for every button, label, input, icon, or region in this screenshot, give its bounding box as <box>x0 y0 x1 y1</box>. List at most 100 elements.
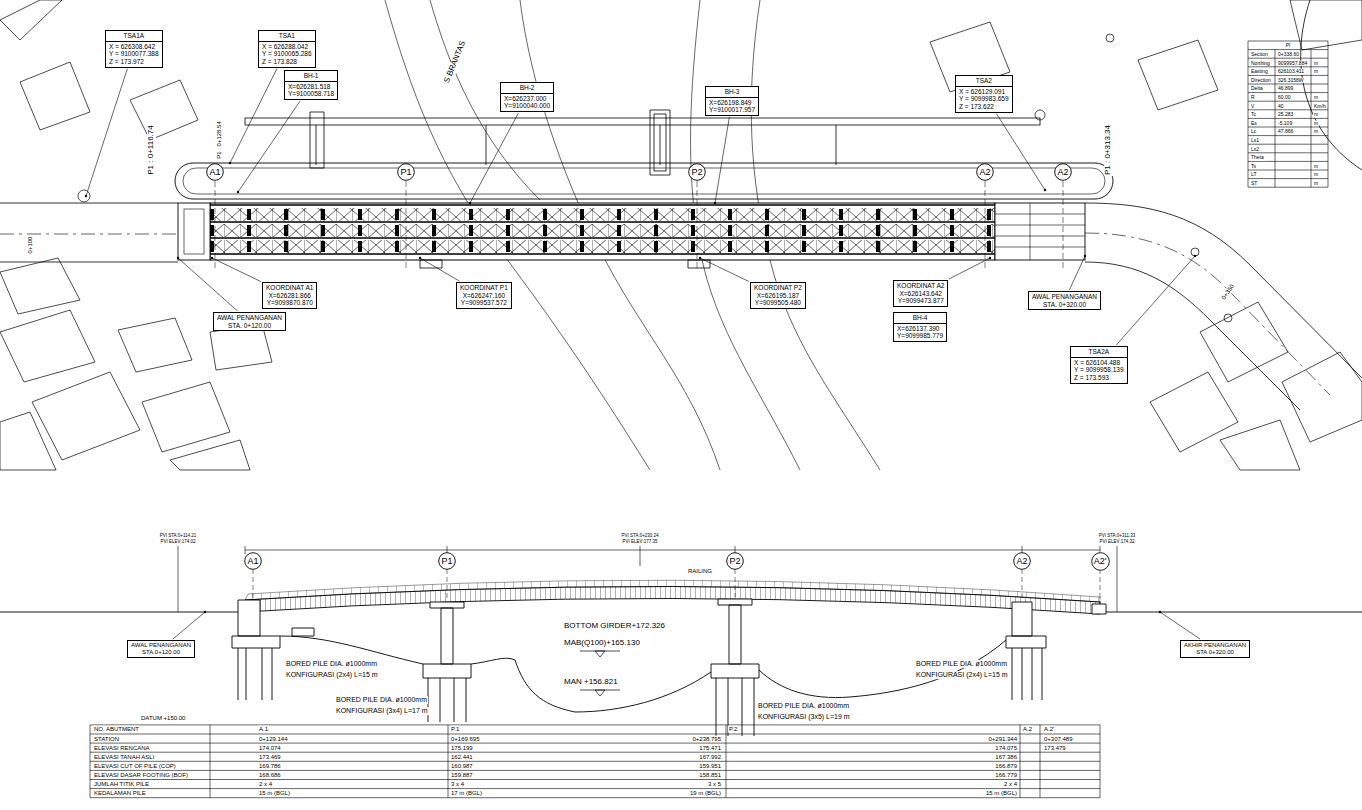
plan-view <box>0 0 1362 470</box>
label-holder: m <box>1313 111 1319 118</box>
drawing-label: PVI STA:0+114.21 <box>159 534 198 539</box>
axis-lines <box>215 181 1063 270</box>
coordinate-value: Y=9099537.572 <box>460 299 508 307</box>
label-holder: 0+350 <box>1220 282 1236 301</box>
drawing-label: STATION <box>93 735 120 742</box>
drawing-label: 168.686 <box>258 772 282 779</box>
label-holder: STATION <box>93 735 120 742</box>
bubble-circle <box>245 553 262 570</box>
drawing-label: -5.109 <box>1277 120 1293 126</box>
label-holder: BORED PILE DIA. ø1000mm <box>285 660 378 668</box>
bubble-circle <box>398 164 415 181</box>
label-holder: NO. ABUTMENT <box>93 726 140 733</box>
leader-line <box>996 114 1045 190</box>
coordinate-box: BH-4X=626137.390Y=9099985.779 <box>893 312 947 342</box>
drawing-label: Section <box>1250 52 1269 58</box>
drawing-label: P.2 <box>728 726 738 733</box>
curve-table <box>1248 41 1328 187</box>
drawing-label: P1 : 0+313.34 <box>1104 124 1113 176</box>
label-holder: KONFIGURASI (3x5) L=19 m <box>757 713 851 721</box>
box-heading: BH-3 <box>706 88 758 98</box>
label-holder: 40 <box>1277 102 1285 109</box>
drawing-label: 160.987 <box>450 763 474 770</box>
label-holder: JUMLAH TITIK PILE <box>93 781 150 788</box>
drawing-label: 25.283 <box>1277 112 1294 118</box>
bubble-circle <box>689 164 706 181</box>
label-holder: P1 : 0+128.54 <box>216 120 223 160</box>
drawing-label: Km/h <box>1313 103 1327 109</box>
label-holder: 0+129.144 <box>258 735 289 742</box>
leader-dot <box>1159 611 1161 613</box>
deck <box>210 203 995 260</box>
box-heading: KOORDINAT P2 <box>754 284 802 292</box>
approach-inner <box>183 168 1105 194</box>
leader-line <box>715 117 729 203</box>
drawing-label: m <box>1313 163 1319 169</box>
drawing-label: DATUM +150.00 <box>140 715 186 722</box>
leader-dot <box>1084 255 1086 257</box>
label-holder: A.2 <box>1022 726 1033 733</box>
label-holder: 175.199 <box>450 744 474 751</box>
drawing-label: A.2 <box>1022 726 1033 733</box>
label-holder: 175.471 <box>698 744 722 751</box>
label-holder: ELEVASI DASAR FOOTING (BOF) <box>93 772 189 779</box>
label-holder: A.2' <box>1043 726 1055 733</box>
label-holder: Ts <box>1250 162 1257 169</box>
drawing-label: 169.786 <box>258 763 282 770</box>
label-holder: 19 m (BGL) <box>689 790 722 797</box>
drawing-label: PVI STA:0+311.33 <box>1098 534 1137 539</box>
drawing-label: m <box>1313 172 1319 178</box>
drawing-label: BORED PILE DIA. ø1000mm <box>915 660 1008 668</box>
ground-line <box>0 612 1362 613</box>
coordinate-box: BH-3X=626198.849Y=9100017.957 <box>705 86 759 116</box>
abutment-a2 <box>1006 602 1106 648</box>
label-holder: KONFIGURASI (2x4) L=15 m <box>915 671 1009 679</box>
label-holder: 0+338.60 <box>1277 51 1300 58</box>
label-holder: 167.386 <box>994 753 1018 760</box>
label-holder: PVI STA:0+311.33 <box>1098 533 1137 539</box>
label-holder: BORED PILE DIA. ø1000mm <box>757 702 850 710</box>
label-holder: 626103.411 <box>1277 68 1305 75</box>
bubble-circle <box>439 553 456 570</box>
label-holder: m <box>1313 68 1319 75</box>
leader-dot <box>177 257 179 259</box>
label-box: AWAL PENANGANANSTA. 0+320.00 <box>1028 291 1101 310</box>
river-bed <box>280 636 1006 712</box>
coordinate-value: Y = 9100065.286 <box>262 50 312 58</box>
drawing-label: 167.386 <box>994 753 1018 760</box>
box-heading: BH-1 <box>285 72 337 82</box>
label-holder: 174.074 <box>258 744 282 751</box>
label-holder: KEDALAMAN PILE <box>93 790 147 797</box>
label-box: KOORDINAT P1X=626247.160Y=9099537.572 <box>456 282 512 309</box>
leader-line <box>949 258 990 279</box>
coordinate-value: Y = 9099983.659 <box>959 95 1009 103</box>
label-holder: 166.779 <box>994 772 1018 779</box>
label-holder: 9099957.884 <box>1277 59 1308 66</box>
label-box: KOORDINAT A1X=626281.866Y=9099870.870 <box>262 282 317 309</box>
label-holder: ELEVASI TANAH ASLI <box>93 753 155 760</box>
drawing-label: ST <box>1250 181 1258 187</box>
coordinate-value: Y = 9099958.139 <box>1074 366 1124 374</box>
drawing-label: Direction <box>1250 77 1272 83</box>
leader-dot <box>469 202 471 204</box>
axis-name: A1 <box>247 557 258 566</box>
label-holder: 166.879 <box>994 763 1018 770</box>
buildings <box>0 0 1362 470</box>
label-holder: 173.469 <box>258 753 282 760</box>
drawing-label: m <box>1313 120 1319 126</box>
drawing-label: Tc <box>1250 112 1257 118</box>
drawing-label: PVI ELEV:174.02 <box>160 540 197 545</box>
label-holder: KONFIGURASI (3x4) L=17 m <box>335 707 429 715</box>
label-holder: 0+238.795 <box>691 735 722 742</box>
leader-dot <box>714 202 716 204</box>
box-heading: KOORDINAT A2 <box>897 282 944 290</box>
axis-bubble: A1 <box>206 163 224 181</box>
drawing-label: 2 x 4 <box>1003 781 1018 788</box>
coordinate-value: X=626198.849 <box>709 99 755 107</box>
drawing-label: 60.00 <box>1277 95 1292 101</box>
label-holder: 168.686 <box>258 772 282 779</box>
axis-bubble: A2' <box>1091 552 1110 571</box>
drawing-label: Northing <box>1250 60 1271 66</box>
label-box: AWAL PENANGANANSTA. 0+120.00 <box>213 312 286 331</box>
